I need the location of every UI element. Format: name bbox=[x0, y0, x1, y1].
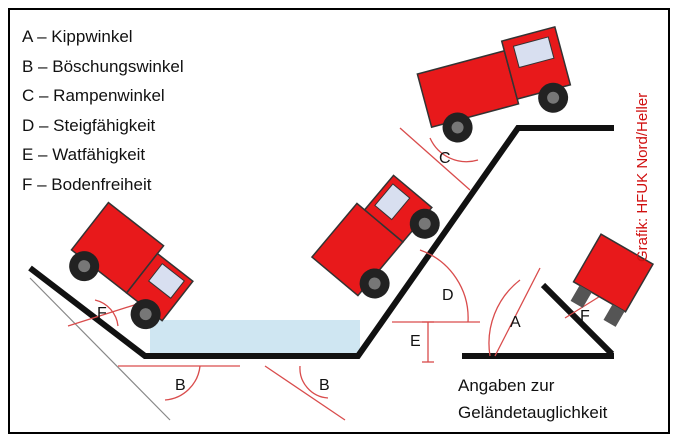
angle-label-f-right: F bbox=[580, 308, 590, 325]
vehicle-left bbox=[69, 201, 194, 330]
caption: Angaben zur Geländetauglichkeit bbox=[458, 372, 607, 426]
caption-line-2: Geländetauglichkeit bbox=[458, 403, 608, 422]
vehicle-middle bbox=[310, 174, 440, 299]
legend-item-c: C – Rampenwinkel bbox=[22, 86, 165, 106]
angle-label-b-mid: B bbox=[319, 377, 330, 394]
ground-profile bbox=[28, 125, 614, 359]
angle-label-c: C bbox=[439, 150, 451, 167]
angle-label-a: A bbox=[510, 314, 521, 331]
legend-item-a: A – Kippwinkel bbox=[22, 27, 133, 46]
angle-lines bbox=[67, 127, 611, 421]
angle-label-f-left: F bbox=[97, 305, 107, 322]
legend-item-b: B – Böschungswinkel bbox=[22, 56, 184, 76]
vehicle-top bbox=[416, 25, 572, 143]
slope-reference-line bbox=[29, 277, 171, 421]
angle-label-d: D bbox=[442, 287, 454, 304]
water-area bbox=[150, 320, 360, 358]
legend-item-e: E – Watfähigkeit bbox=[22, 145, 146, 165]
tilt-slope-line bbox=[540, 282, 615, 357]
legend: A – Kippwinkel B – Böschungswinkel C – R… bbox=[22, 22, 184, 200]
angle-label-e: E bbox=[410, 333, 421, 350]
legend-item-d: D – Steigfähigkeit bbox=[22, 115, 156, 135]
vehicle-tilted bbox=[570, 233, 655, 327]
credit-text: Grafik: HFUK Nord/Heller bbox=[634, 92, 651, 262]
legend-item-f: F – Bodenfreiheit bbox=[22, 174, 152, 194]
angle-label-b-left: B bbox=[175, 377, 186, 394]
caption-line-1: Angaben zur bbox=[458, 376, 555, 395]
